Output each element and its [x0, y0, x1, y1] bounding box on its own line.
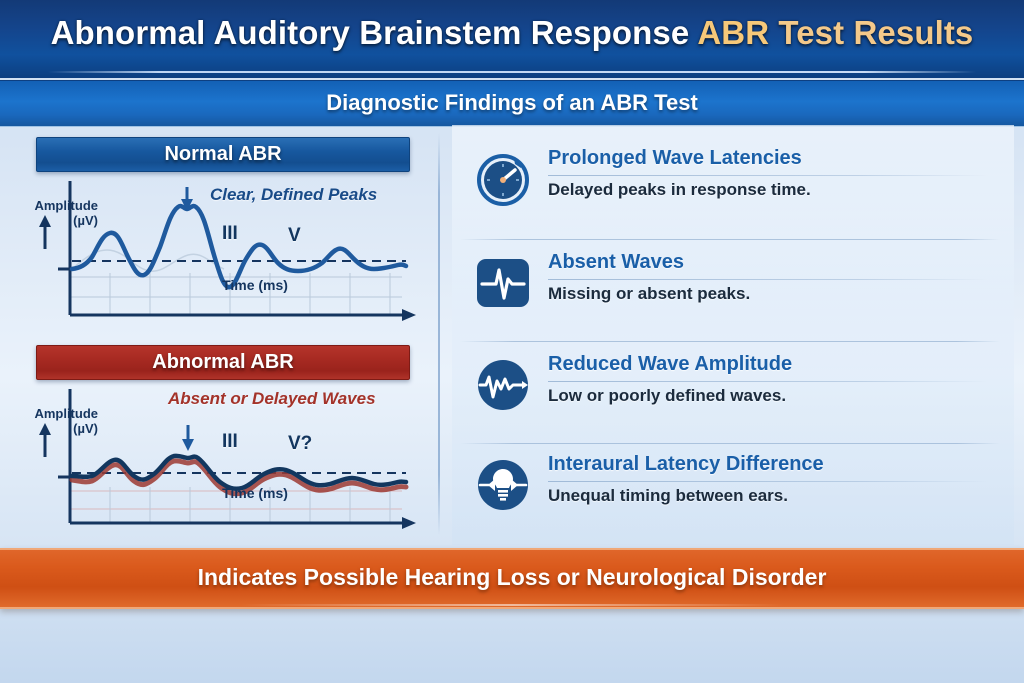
abnormal-peak-label-v: V?: [288, 433, 313, 454]
abnormal-y-axis-label: Amplitude (µV): [18, 406, 98, 437]
abnormal-x-axis-arrow: [402, 517, 416, 529]
charts-column: Normal ABR Amplitude (µV) Clear, Defined…: [10, 125, 435, 545]
abnormal-abr-header-label: Abnormal ABR: [152, 351, 294, 373]
finding-separator-2: [460, 341, 1000, 342]
abnormal-abr-header: Abnormal ABR: [36, 345, 410, 380]
waveform-square-icon: [474, 253, 532, 311]
normal-y-axis-label: Amplitude (µV): [18, 198, 98, 229]
finding-item-absent-waves[interactable]: Absent Waves Missing or absent peaks.: [452, 237, 1014, 333]
normal-abr-card: Normal ABR Amplitude (µV) Clear, Defined…: [10, 137, 435, 335]
finding-text-block: Absent Waves Missing or absent peaks.: [548, 251, 998, 304]
footer-underline: [240, 604, 784, 606]
finding-item-reduced-amplitude[interactable]: Reduced Wave Amplitude Low or poorly def…: [452, 339, 1014, 435]
stopwatch-icon: [474, 149, 532, 207]
finding-heading: Absent Waves: [548, 251, 684, 273]
finding-separator-1: [460, 239, 1000, 240]
normal-abr-waveform: [69, 203, 409, 290]
bulb-arrows-icon: [474, 455, 532, 513]
finding-item-interaural-latency[interactable]: Interaural Latency Difference Unequal ti…: [452, 439, 1014, 535]
content-area: Normal ABR Amplitude (µV) Clear, Defined…: [0, 125, 1024, 545]
title-banner: Abnormal Auditory Brainstem Response ABR…: [0, 0, 1024, 78]
finding-heading-rule: [548, 175, 988, 176]
finding-text-block: Reduced Wave Amplitude Low or poorly def…: [548, 353, 998, 406]
normal-y-axis-label-line1: Amplitude: [34, 198, 98, 213]
abnormal-abr-waveform: [69, 453, 409, 491]
footer-banner: Indicates Possible Hearing Loss or Neuro…: [0, 548, 1024, 609]
abnormal-abr-card: Abnormal ABR Amplitude (µV) Absent or De…: [10, 345, 435, 543]
title-abr-accent: ABR: [697, 14, 770, 51]
finding-heading: Prolonged Wave Latencies: [548, 147, 802, 169]
abnormal-abr-annotation: Absent or Delayed Waves: [168, 389, 376, 408]
title-suffix-text: Test Results: [778, 14, 974, 51]
normal-amplitude-arrow: [39, 215, 51, 249]
normal-abr-header: Normal ABR: [36, 137, 410, 172]
normal-abr-plot: [10, 173, 435, 333]
abnormal-amplitude-arrow: [39, 423, 51, 457]
finding-heading: Reduced Wave Amplitude: [548, 353, 793, 375]
finding-heading-rule: [548, 279, 988, 280]
abnormal-abr-plot: [10, 381, 435, 541]
finding-description: Missing or absent peaks.: [548, 284, 751, 303]
finding-heading-rule: [548, 481, 988, 482]
normal-abr-header-label: Normal ABR: [164, 143, 282, 165]
column-divider: [438, 133, 440, 535]
normal-abr-annotation: Clear, Defined Peaks: [210, 185, 378, 204]
finding-item-prolonged-latencies[interactable]: Prolonged Wave Latencies Delayed peaks i…: [452, 133, 1014, 229]
footer-text: Indicates Possible Hearing Loss or Neuro…: [197, 564, 827, 590]
finding-text-block: Prolonged Wave Latencies Delayed peaks i…: [548, 147, 998, 200]
abnormal-y-axis-label-line2: (µV): [73, 420, 98, 436]
finding-heading: Interaural Latency Difference: [548, 453, 824, 475]
normal-peak-pointer: [181, 187, 193, 211]
finding-description: Unequal timing between ears.: [548, 486, 788, 505]
normal-peak-label-iii: III: [222, 223, 238, 244]
normal-y-axis-label-line2: (µV): [73, 212, 98, 228]
normal-x-axis-label: Time (ms): [222, 277, 288, 293]
subtitle-text: Diagnostic Findings of an ABR Test: [326, 90, 698, 115]
subtitle-banner: Diagnostic Findings of an ABR Test: [0, 80, 1024, 127]
title-main-text: Abnormal Auditory Brainstem Response: [50, 14, 690, 51]
abnormal-red-shadow-trace: [69, 458, 409, 497]
normal-peak-label-v: V: [288, 225, 301, 246]
finding-separator-3: [460, 443, 1000, 444]
abnormal-y-axis-label-line1: Amplitude: [34, 406, 98, 421]
finding-text-block: Interaural Latency Difference Unequal ti…: [548, 453, 998, 506]
normal-abr-svg: [39, 181, 416, 321]
abnormal-peak-label-iii: III: [222, 431, 238, 452]
normal-x-axis-arrow: [402, 309, 416, 321]
abnormal-x-axis-label: Time (ms): [222, 485, 288, 501]
finding-heading-rule: [548, 381, 988, 382]
findings-column: Prolonged Wave Latencies Delayed peaks i…: [452, 125, 1014, 545]
ecg-circle-icon: [474, 355, 532, 413]
page-title: Abnormal Auditory Brainstem Response ABR…: [0, 14, 1024, 52]
abnormal-grid: [70, 490, 402, 510]
finding-description: Low or poorly defined waves.: [548, 386, 787, 405]
abnormal-abr-svg: [39, 389, 416, 529]
finding-description: Delayed peaks in response time.: [548, 180, 811, 199]
abnormal-peak-pointer: [182, 425, 194, 451]
